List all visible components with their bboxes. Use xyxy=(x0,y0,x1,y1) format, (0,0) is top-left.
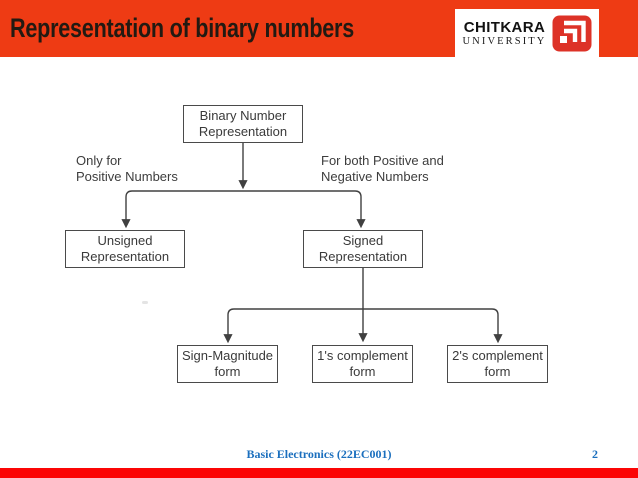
annotation-positive-and-negative: For both Positive and Negative Numbers xyxy=(321,153,444,184)
box-twos-complement-form: 2's complement form xyxy=(447,345,548,383)
footer-red-bar xyxy=(0,468,638,478)
logo-brand-name: CHITKARA xyxy=(463,18,546,36)
annotation-only-positive: Only for Positive Numbers xyxy=(76,153,178,184)
university-logo: CHITKARA UNIVERSITY xyxy=(455,9,599,58)
box-sign-magnitude-form: Sign-Magnitude form xyxy=(177,345,278,383)
logo-brand-subname: UNIVERSITY xyxy=(462,35,547,47)
footer-page-number: 2 xyxy=(592,447,598,461)
chitkara-logo-icon xyxy=(552,15,592,52)
footer-course-label: Basic Electronics (22EC001) xyxy=(246,447,392,461)
university-logo-text: CHITKARA UNIVERSITY xyxy=(463,20,547,48)
slide-title: Representation of binary numbers xyxy=(10,13,354,43)
box-unsigned-representation: Unsigned Representation xyxy=(65,230,185,268)
box-ones-complement-form: 1's complement form xyxy=(312,345,413,383)
box-binary-number-representation: Binary Number Representation xyxy=(183,105,303,143)
faint-smudge-artifact xyxy=(142,301,148,304)
box-signed-representation: Signed Representation xyxy=(303,230,423,268)
